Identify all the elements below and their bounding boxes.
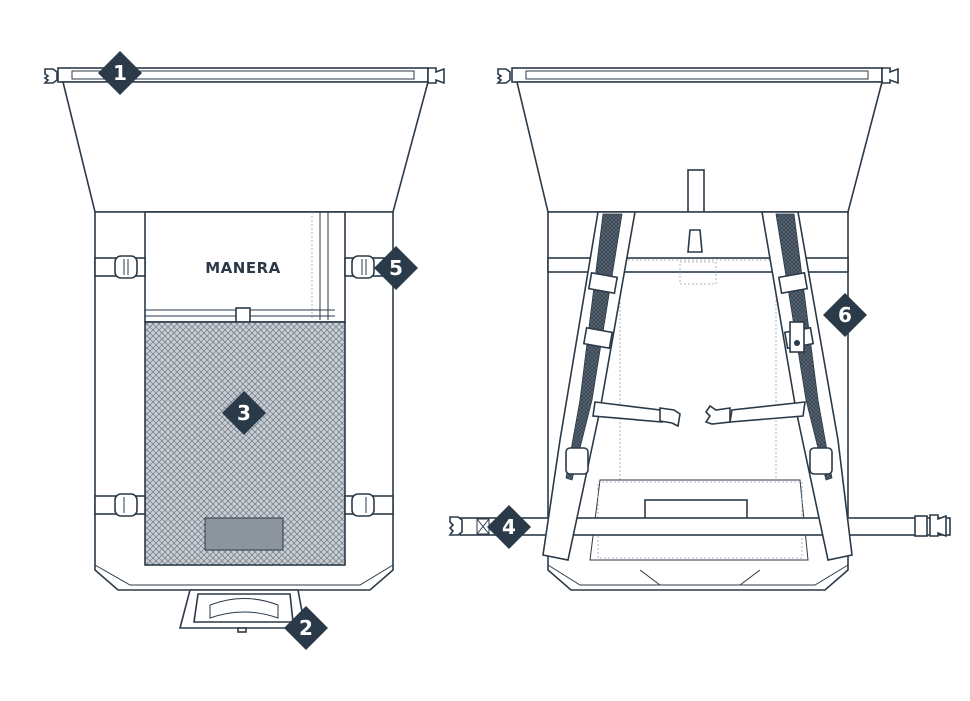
roll-top-strap — [43, 67, 445, 85]
marker-4: 4 — [487, 505, 531, 549]
svg-text:6: 6 — [838, 303, 852, 327]
svg-text:4: 4 — [502, 515, 516, 539]
marker-3: 3 — [222, 391, 266, 435]
svg-text:1: 1 — [113, 61, 127, 85]
bottom-handle — [178, 589, 306, 633]
front-panel — [144, 211, 346, 323]
shoulder-strap-right — [704, 211, 853, 561]
svg-text:3: 3 — [237, 401, 251, 425]
shoulder-strap-left — [542, 211, 681, 561]
marker-1: 1 — [98, 51, 142, 95]
front-patch — [204, 517, 284, 551]
svg-text:5: 5 — [389, 256, 403, 280]
side-buckles — [94, 255, 394, 517]
marker-6: 6 — [823, 293, 867, 337]
marker-5: 5 — [374, 246, 418, 290]
front-view: MANERA — [43, 67, 445, 633]
roll-top-flap — [61, 81, 430, 213]
back-view — [448, 67, 951, 591]
marker-2: 2 — [284, 606, 328, 650]
roll-top-strap-back — [496, 67, 899, 85]
svg-text:2: 2 — [299, 616, 313, 640]
brand-logo: MANERA — [205, 259, 281, 277]
